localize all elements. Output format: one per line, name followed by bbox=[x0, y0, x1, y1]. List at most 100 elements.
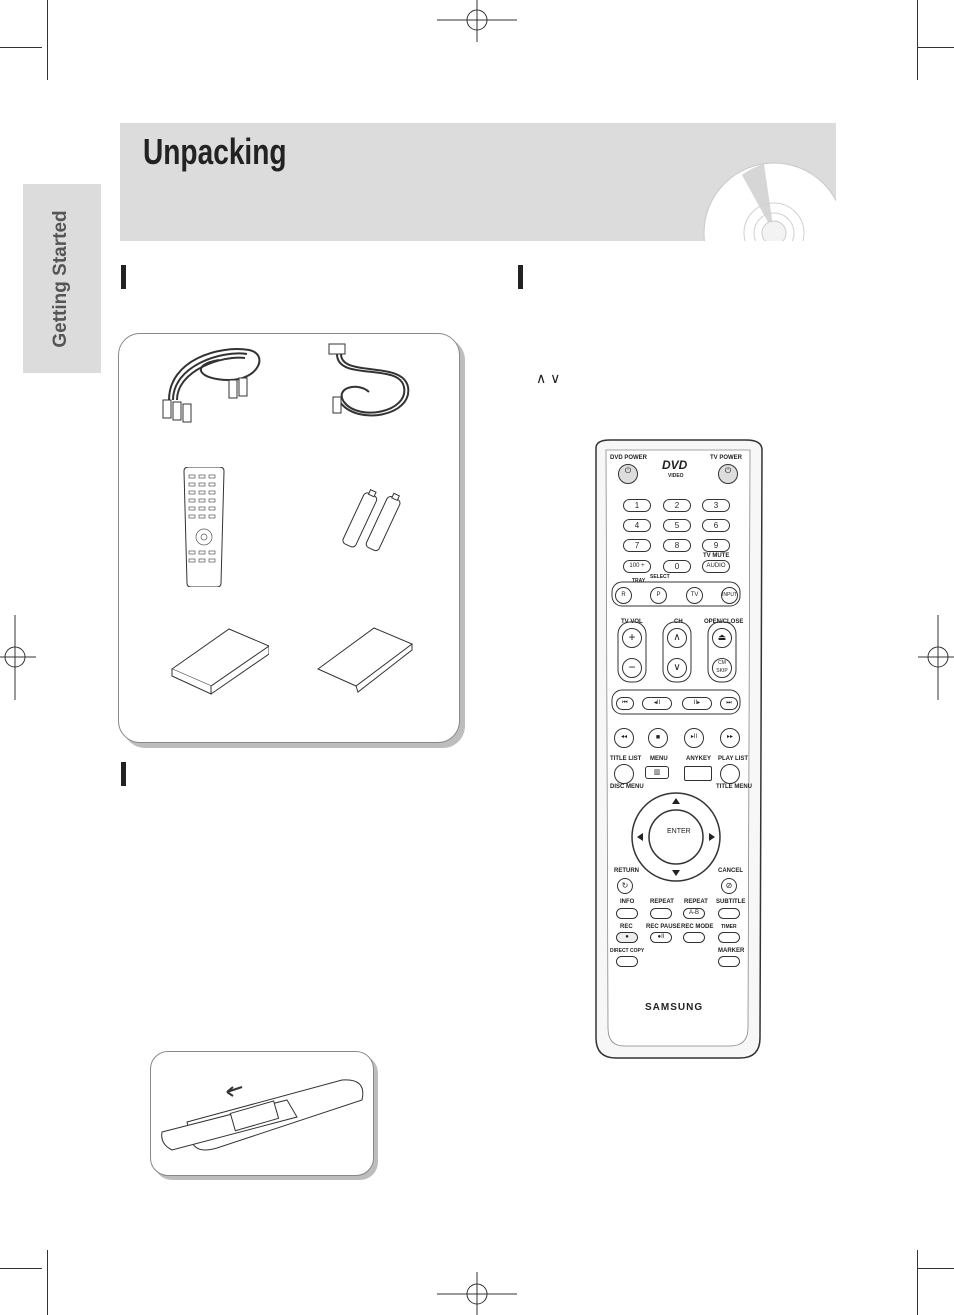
tv-vol-label: TV VOL bbox=[621, 619, 643, 625]
mode-button-tv[interactable]: TV bbox=[686, 587, 703, 604]
nav-up-button[interactable] bbox=[668, 797, 684, 809]
tv-mute-label: TV MUTE bbox=[703, 553, 730, 559]
dvd-power-button[interactable]: ⏻ bbox=[618, 464, 638, 484]
step-back-button[interactable]: ◂II bbox=[642, 697, 672, 710]
rewind-button[interactable]: ◂◂ bbox=[614, 728, 634, 748]
rec-pause-label: REC PAUSE bbox=[646, 924, 681, 930]
nav-left-button[interactable] bbox=[634, 830, 646, 846]
number-button-5[interactable]: 5 bbox=[663, 519, 691, 532]
rf-cable-illustration bbox=[328, 343, 410, 417]
number-button-6[interactable]: 6 bbox=[702, 519, 730, 532]
battery-insert-panel bbox=[150, 1051, 374, 1176]
info-label: INFO bbox=[620, 899, 635, 905]
select-label: SELECT bbox=[650, 574, 670, 580]
repeat-ab-button[interactable]: A-B bbox=[683, 908, 705, 919]
number-button-9[interactable]: 9 bbox=[702, 539, 730, 552]
enter-label: ENTER bbox=[667, 828, 691, 835]
tv-power-button[interactable]: ⏻ bbox=[718, 464, 738, 484]
repeat-ab-label: REPEAT bbox=[684, 899, 708, 905]
channel-up-button[interactable]: ∧ bbox=[667, 628, 687, 648]
registration-mark bbox=[0, 615, 36, 700]
direct-copy-button[interactable] bbox=[616, 956, 638, 967]
stop-button[interactable]: ■ bbox=[648, 728, 668, 748]
disc-icon bbox=[703, 162, 836, 241]
play-pause-button[interactable]: ▸II bbox=[684, 728, 704, 748]
anykey-button[interactable] bbox=[684, 766, 712, 781]
page-title: Unpacking bbox=[143, 131, 287, 172]
timer-label: TIMER bbox=[721, 924, 737, 930]
channel-arrows: ∧ ∨ bbox=[536, 370, 561, 386]
crop-mark bbox=[47, 1250, 48, 1315]
section-marker bbox=[121, 265, 126, 289]
av-cable-illustration bbox=[162, 348, 261, 423]
open-close-button[interactable]: ⏏ bbox=[712, 628, 732, 648]
crop-mark bbox=[47, 0, 48, 80]
disc-menu-label: DISC MENU bbox=[610, 784, 644, 790]
enter-button[interactable] bbox=[649, 810, 703, 864]
number-button-8[interactable]: 8 bbox=[663, 539, 691, 552]
title-menu-label: TITLE MENU bbox=[716, 784, 752, 790]
anykey-label: ANYKEY bbox=[686, 756, 712, 762]
accessories-panel bbox=[118, 333, 460, 743]
menu-label: MENU bbox=[650, 756, 668, 762]
dvd-power-label: DVD POWER bbox=[610, 455, 648, 461]
rec-mode-button[interactable] bbox=[683, 932, 705, 943]
crop-mark bbox=[917, 1268, 954, 1269]
video-logo: VIDEO bbox=[668, 473, 684, 479]
mode-button-r[interactable]: R bbox=[615, 587, 632, 604]
rec-mode-label: REC MODE bbox=[681, 924, 714, 930]
crop-mark bbox=[917, 1250, 918, 1315]
nav-down-button[interactable] bbox=[668, 866, 684, 878]
play-list-button[interactable] bbox=[720, 764, 740, 784]
marker-label: MARKER bbox=[718, 948, 745, 954]
number-button-4[interactable]: 4 bbox=[623, 519, 651, 532]
number-button-7[interactable]: 7 bbox=[623, 539, 651, 552]
subtitle-label: SUBTITLE bbox=[716, 899, 746, 905]
menu-button[interactable]: ▥ bbox=[645, 766, 669, 779]
remote-body bbox=[595, 439, 763, 1059]
open-close-label: OPEN/CLOSE bbox=[704, 619, 744, 625]
dvd-logo: DVD bbox=[662, 458, 688, 472]
number-button-1[interactable]: 1 bbox=[623, 499, 651, 512]
channel-down-button[interactable]: ∨ bbox=[667, 658, 687, 678]
remote-control: DVD POWER ⏻ DVD VIDEO TV POWER ⏻ 1 2 3 4… bbox=[590, 438, 766, 1060]
cm-skip-button[interactable]: CM SKIP bbox=[712, 658, 732, 678]
section-marker bbox=[518, 265, 523, 289]
return-label: RETURN bbox=[614, 868, 639, 874]
mode-button-p[interactable]: P bbox=[650, 587, 667, 604]
number-button-100[interactable]: 100 + bbox=[623, 560, 651, 573]
side-tab-label: Getting Started bbox=[50, 210, 71, 348]
crop-mark bbox=[917, 47, 954, 48]
quick-guide-illustration bbox=[317, 627, 413, 693]
brand-logo: SAMSUNG bbox=[645, 1002, 704, 1013]
registration-mark bbox=[437, 0, 517, 42]
subtitle-button[interactable] bbox=[718, 908, 740, 919]
info-button[interactable] bbox=[616, 908, 638, 919]
registration-mark bbox=[437, 1272, 517, 1315]
header-band: Unpacking bbox=[120, 123, 836, 241]
number-button-3[interactable]: 3 bbox=[702, 499, 730, 512]
number-button-0[interactable]: 0 bbox=[663, 560, 691, 573]
number-button-2[interactable]: 2 bbox=[663, 499, 691, 512]
rec-pause-button[interactable]: ●II bbox=[650, 932, 672, 943]
title-list-button[interactable] bbox=[614, 764, 634, 784]
audio-button[interactable]: AUDIO bbox=[702, 560, 730, 573]
skip-forward-button[interactable]: ⏭ bbox=[720, 697, 738, 710]
volume-up-button[interactable]: + bbox=[622, 628, 642, 648]
fast-forward-button[interactable]: ▸▸ bbox=[720, 728, 740, 748]
cancel-button[interactable]: ⊘ bbox=[721, 878, 737, 894]
rec-label: REC bbox=[620, 924, 633, 930]
repeat-button[interactable] bbox=[650, 908, 672, 919]
mode-button-input[interactable]: INPUT bbox=[721, 587, 738, 604]
marker-button[interactable] bbox=[718, 956, 740, 967]
cancel-label: CANCEL bbox=[718, 868, 743, 874]
volume-down-button[interactable]: − bbox=[622, 658, 642, 678]
skip-back-button[interactable]: ⏮ bbox=[616, 697, 634, 710]
rec-button[interactable]: ● bbox=[616, 932, 638, 943]
step-forward-button[interactable]: II▸ bbox=[682, 697, 712, 710]
repeat-label: REPEAT bbox=[650, 899, 674, 905]
timer-button[interactable] bbox=[718, 932, 740, 943]
remote-back-illustration bbox=[161, 1079, 364, 1151]
nav-right-button[interactable] bbox=[706, 830, 718, 846]
return-button[interactable]: ↻ bbox=[617, 878, 633, 894]
